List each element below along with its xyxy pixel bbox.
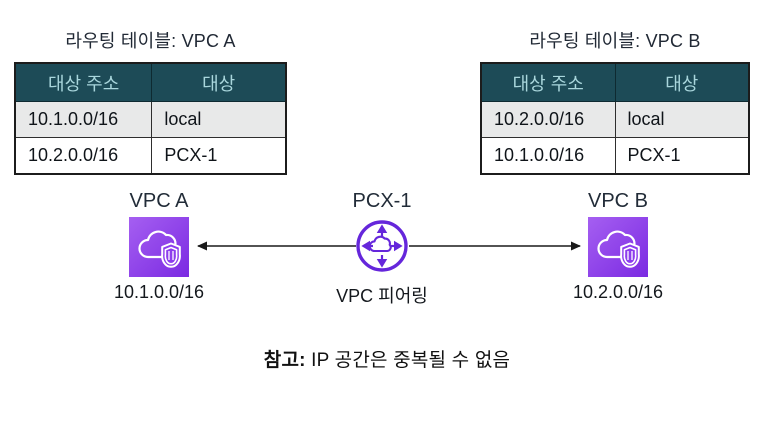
- cell-destination: 10.1.0.0/16: [480, 137, 616, 175]
- table-header-row: 대상 주소 대상: [480, 62, 750, 102]
- routing-table-b-title: 라우팅 테이블: VPC B: [529, 31, 701, 51]
- vpc-peering-icon: [355, 219, 409, 273]
- routing-table-a: 대상 주소 대상 10.1.0.0/16 local 10.2.0.0/16 P…: [14, 62, 287, 175]
- routing-table-vpc-a: 라우팅 테이블: VPC A 대상 주소 대상 10.1.0.0/16 loca…: [14, 27, 287, 175]
- pcx-sublabel: VPC 피어링: [336, 286, 428, 306]
- vpc-a-cidr: 10.1.0.0/16: [113, 282, 205, 302]
- column-header-destination: 대상 주소: [480, 62, 616, 102]
- peering-glyph-icon: [356, 220, 408, 272]
- cell-target: PCX-1: [614, 137, 750, 175]
- column-header-target: 대상: [151, 62, 287, 102]
- vpc-a-icon: [129, 217, 189, 277]
- cell-target: PCX-1: [151, 137, 287, 175]
- note-prefix: 참고:: [263, 350, 306, 371]
- cell-target: local: [614, 101, 750, 138]
- cell-destination: 10.2.0.0/16: [480, 101, 616, 138]
- pcx-label: PCX-1: [352, 190, 412, 212]
- vpc-b-icon: [588, 217, 648, 277]
- cell-destination: 10.1.0.0/16: [14, 101, 153, 138]
- vpc-a-label: VPC A: [129, 190, 189, 212]
- column-header-target: 대상: [614, 62, 750, 102]
- table-row: 10.1.0.0/16 PCX-1: [480, 137, 750, 175]
- routing-table-b: 대상 주소 대상 10.2.0.0/16 local 10.1.0.0/16 P…: [480, 62, 750, 175]
- table-row: 10.2.0.0/16 PCX-1: [14, 137, 287, 175]
- cloud-shield-icon: [138, 230, 181, 268]
- table-row: 10.1.0.0/16 local: [14, 101, 287, 138]
- column-header-destination: 대상 주소: [14, 62, 153, 102]
- cell-destination: 10.2.0.0/16: [14, 137, 153, 175]
- vpc-b-label: VPC B: [587, 190, 649, 212]
- vpc-b-cidr: 10.2.0.0/16: [572, 282, 664, 302]
- cell-target: local: [151, 101, 287, 138]
- note: 참고: IP 공간은 중복될 수 없음: [0, 345, 774, 372]
- table-header-row: 대상 주소 대상: [14, 62, 287, 102]
- routing-table-vpc-b: 라우팅 테이블: VPC B 대상 주소 대상 10.2.0.0/16 loca…: [480, 27, 750, 175]
- cloud-shield-icon: [597, 230, 640, 268]
- table-row: 10.2.0.0/16 local: [480, 101, 750, 138]
- routing-table-a-title: 라우팅 테이블: VPC A: [65, 31, 236, 51]
- note-text: IP 공간은 중복될 수 없음: [305, 350, 511, 371]
